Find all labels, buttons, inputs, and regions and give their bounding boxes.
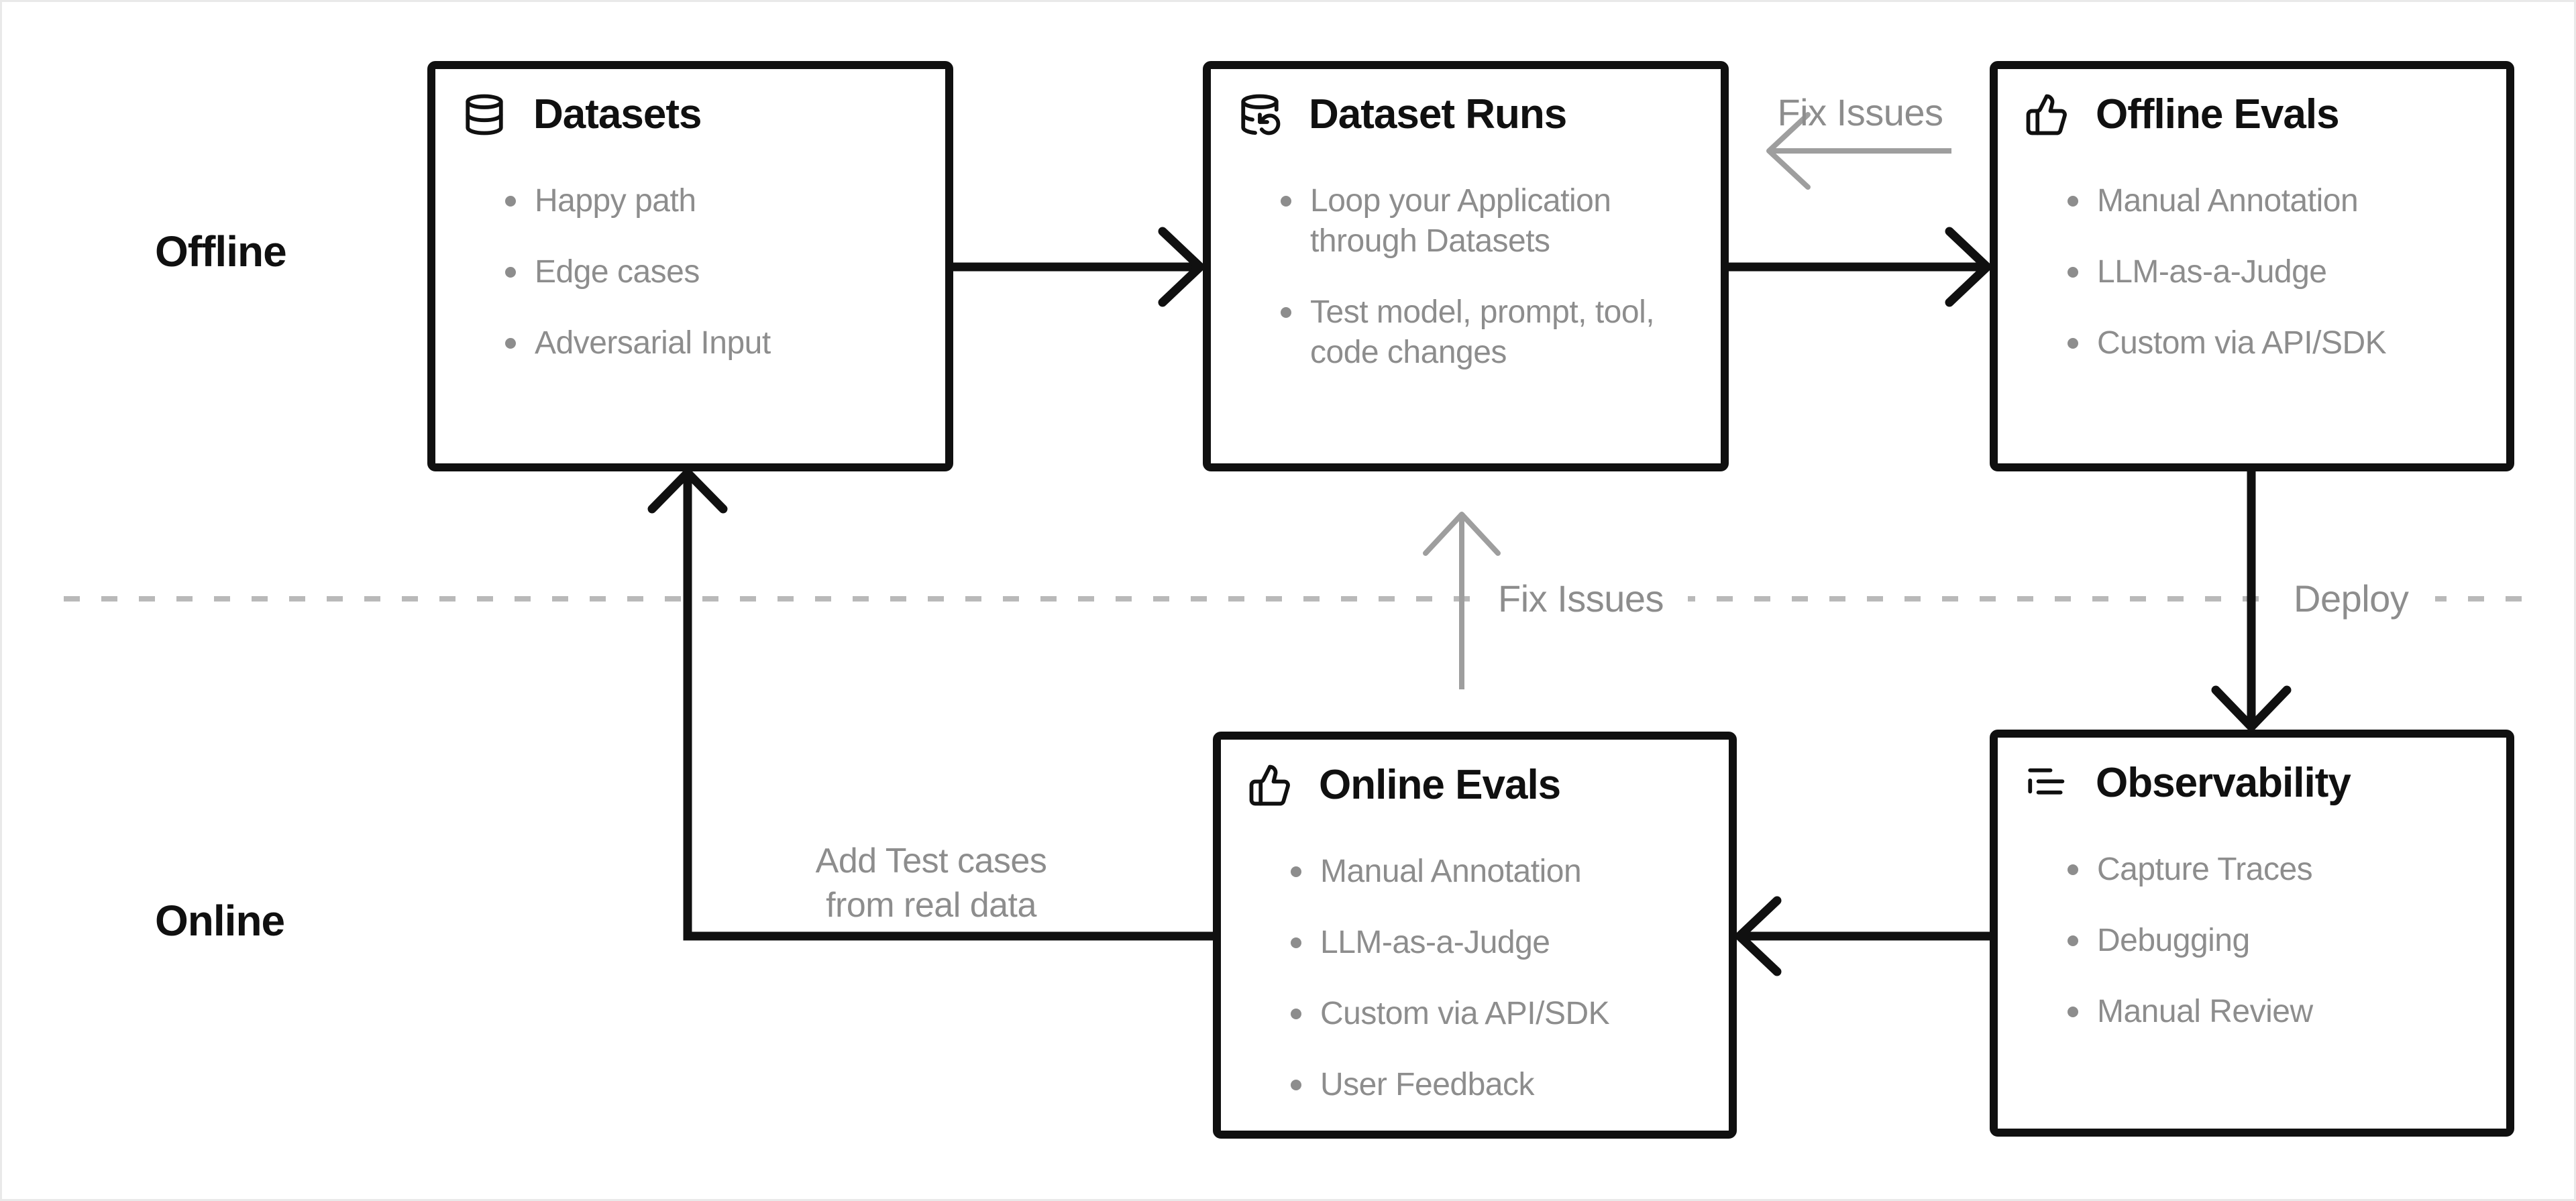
bullet-item: User Feedback bbox=[1291, 1065, 1702, 1105]
node-title-observability: Observability bbox=[2096, 760, 2351, 806]
node-header: Datasets bbox=[462, 91, 918, 138]
bullet-item: Happy path bbox=[505, 181, 918, 221]
add-test-cases-line1: Add Test cases bbox=[815, 842, 1047, 880]
dataset-runs-node: Dataset Runs Loop your Application throu… bbox=[1203, 61, 1729, 471]
bullet-item: Custom via API/SDK bbox=[1291, 994, 1702, 1034]
node-title-online-evals: Online Evals bbox=[1319, 762, 1561, 808]
node-header: Dataset Runs bbox=[1238, 91, 1694, 138]
node-title-datasets: Datasets bbox=[533, 91, 702, 137]
arrow-fix-issues-online bbox=[1423, 512, 1501, 689]
arrow-fix-issues-offline bbox=[1766, 112, 1951, 190]
node-title-dataset-runs: Dataset Runs bbox=[1309, 91, 1567, 137]
add-test-cases-label: Add Test cases from real data bbox=[763, 839, 1099, 927]
bullet-item: Manual Annotation bbox=[1291, 852, 1702, 892]
arrow-datasets-to-dataset-runs bbox=[953, 227, 1205, 307]
bullet-item: Capture Traces bbox=[2068, 850, 2479, 890]
database-icon bbox=[466, 94, 503, 135]
lane-label-offline: Offline bbox=[155, 227, 287, 276]
trace-list-icon bbox=[2028, 768, 2065, 795]
lane-label-online: Online bbox=[155, 897, 285, 945]
bullet-item: Test model, prompt, tool, code changes bbox=[1281, 292, 1694, 373]
fix-issues-label-offline: Fix Issues bbox=[1777, 91, 1943, 133]
bullet-item: Debugging bbox=[2068, 921, 2479, 961]
fix-issues-label-online: Fix Issues bbox=[1474, 573, 1688, 625]
bullet-item: Adversarial Input bbox=[505, 323, 918, 363]
bullet-item: LLM-as-a-Judge bbox=[2068, 252, 2479, 292]
bullet-item: Edge cases bbox=[505, 252, 918, 292]
bullet-item: Manual Review bbox=[2068, 992, 2479, 1032]
node-header: Observability bbox=[2025, 759, 2479, 807]
bullet-item: Loop your Application through Datasets bbox=[1281, 181, 1694, 262]
arrow-online-evals-to-datasets bbox=[647, 468, 1213, 941]
arrow-observability-to-online-evals bbox=[1735, 896, 1990, 976]
node-header: Offline Evals bbox=[2025, 91, 2479, 138]
arrow-dataset-runs-to-offline-evals bbox=[1729, 227, 1992, 307]
thumbs-up-icon bbox=[1249, 764, 1290, 805]
database-rerun-icon bbox=[1241, 94, 1281, 135]
arrow-offline-evals-to-observability bbox=[2211, 471, 2292, 732]
thumbs-up-icon bbox=[2026, 94, 2067, 135]
bullet-item: Manual Annotation bbox=[2068, 181, 2479, 221]
bullet-item: LLM-as-a-Judge bbox=[1291, 923, 1702, 963]
bullet-item: Custom via API/SDK bbox=[2068, 323, 2479, 363]
node-header: Online Evals bbox=[1248, 761, 1702, 809]
node-title-offline-evals: Offline Evals bbox=[2096, 91, 2340, 137]
add-test-cases-line2: from real data bbox=[826, 886, 1036, 925]
deploy-label: Deploy bbox=[2267, 573, 2436, 625]
